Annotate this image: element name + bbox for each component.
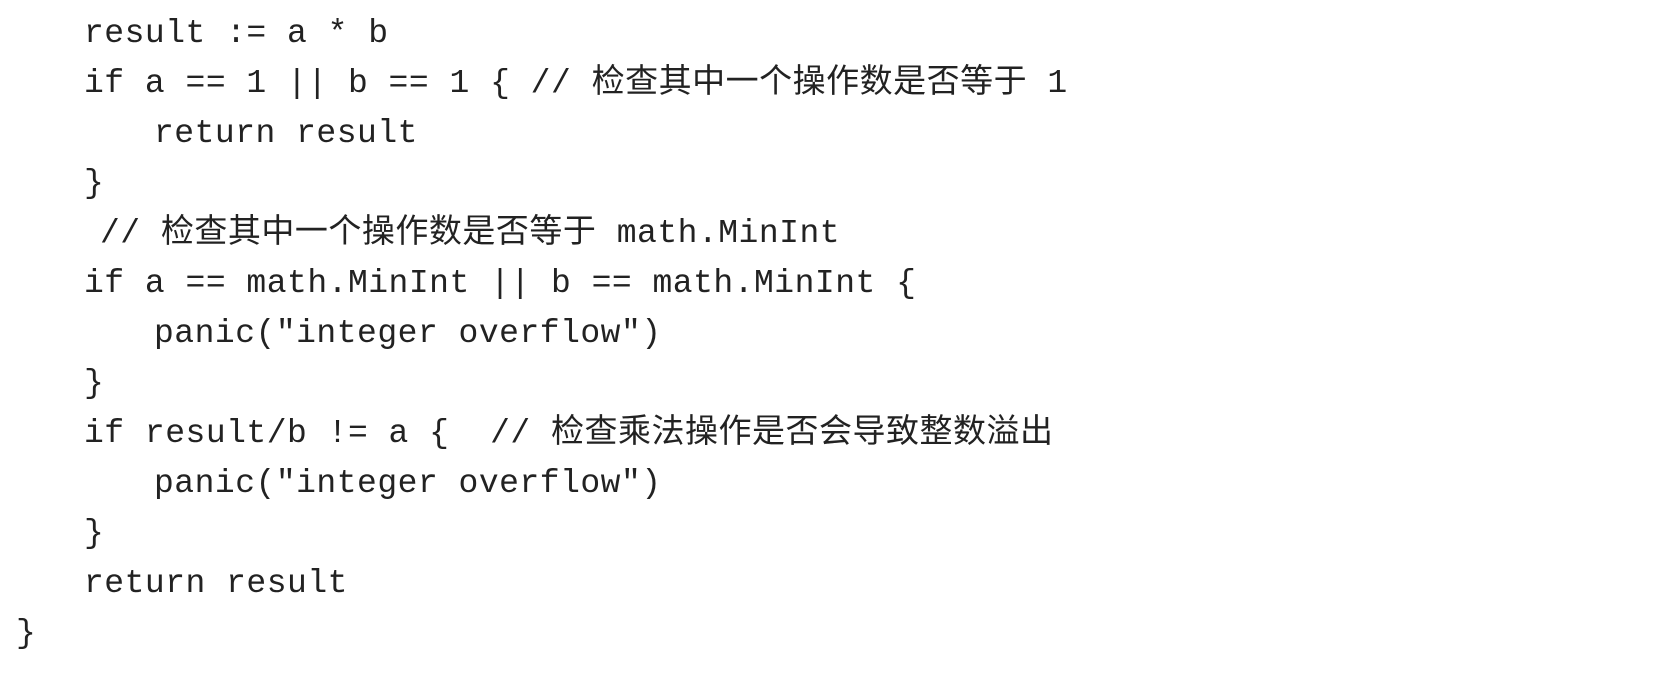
- code-line: }: [84, 515, 105, 552]
- code-line: if result/b != a { // 检查乘法操作是否会导致整数溢出: [84, 415, 1054, 452]
- code-line: if a == 1 || b == 1 { // 检查其中一个操作数是否等于 1: [84, 65, 1068, 102]
- code-line: }: [84, 165, 105, 202]
- code-line: return result: [154, 115, 418, 152]
- code-line: result := a * b: [84, 15, 389, 52]
- code-line: panic("integer overflow"): [154, 465, 662, 502]
- code-line: }: [84, 365, 105, 402]
- code-line: if a == math.MinInt || b == math.MinInt …: [84, 265, 917, 302]
- code-line: return result: [84, 565, 348, 602]
- code-closing-brace: }: [16, 615, 37, 652]
- code-line: panic("integer overflow"): [154, 315, 662, 352]
- code-comment-line: // 检查其中一个操作数是否等于 math.MinInt: [100, 215, 841, 252]
